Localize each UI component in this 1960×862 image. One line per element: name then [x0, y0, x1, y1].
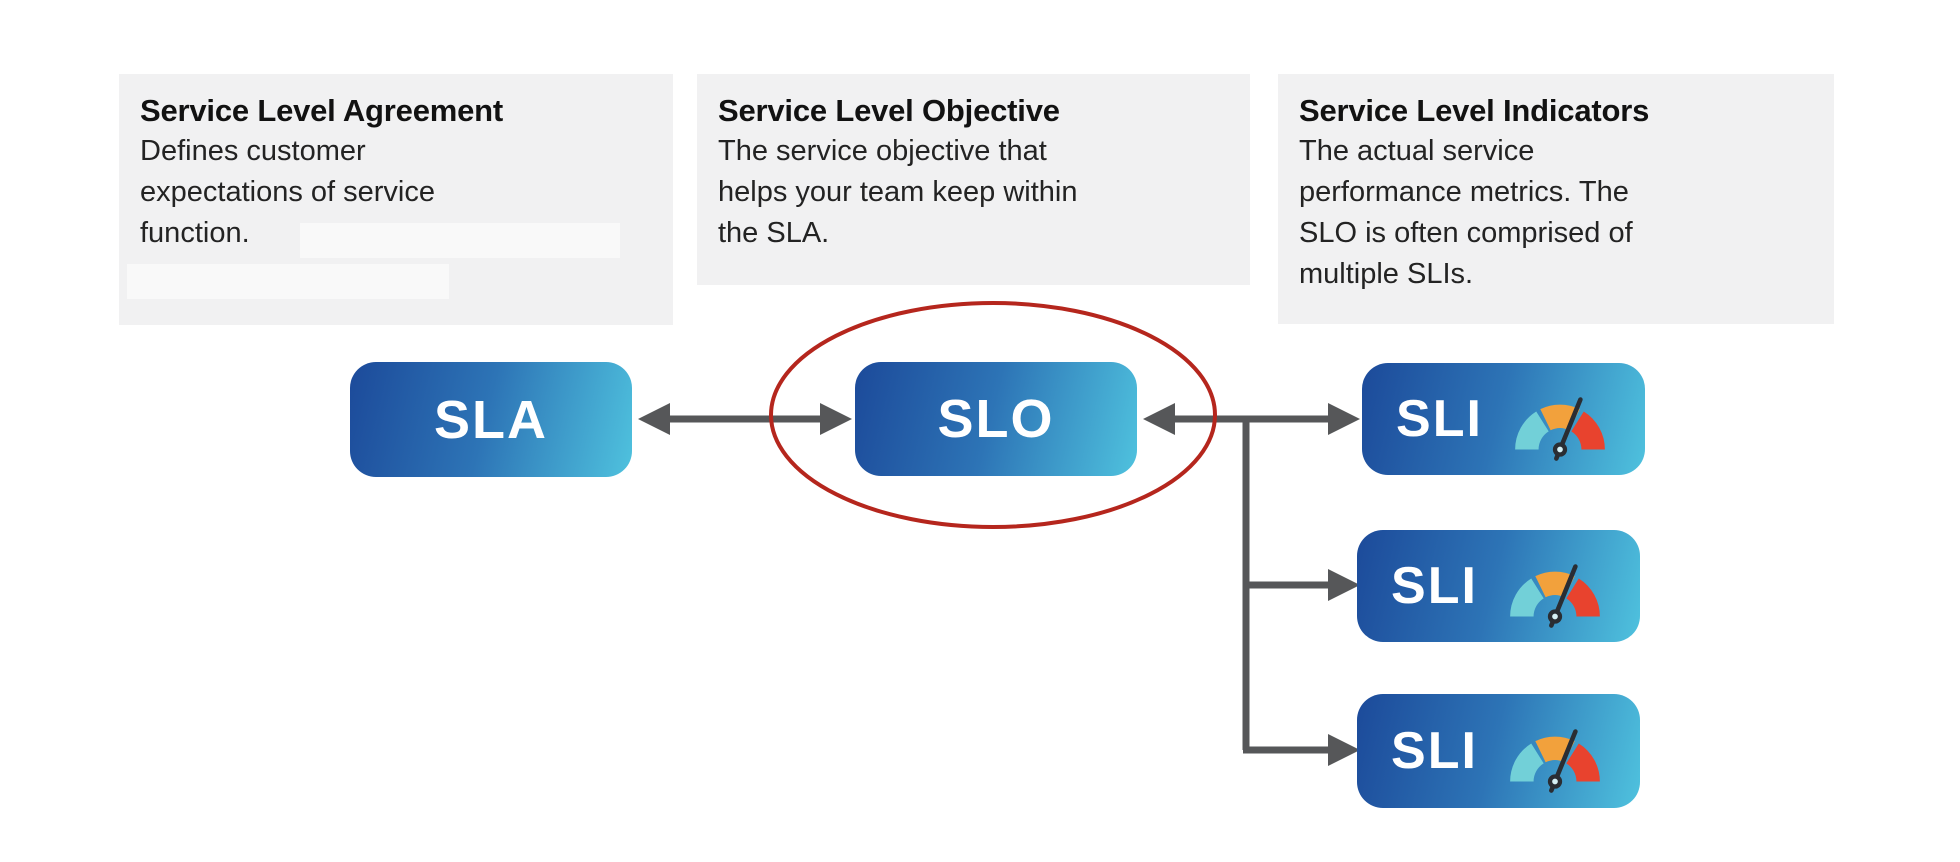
connector-trunk-sli2	[1246, 569, 1360, 601]
panel-title: Service Level Indicators	[1299, 93, 1650, 128]
panel-service-level-objective: Service Level Objective The service obje…	[697, 74, 1250, 285]
redacted-text-block	[127, 264, 449, 299]
gauge-icon	[1509, 382, 1611, 462]
connector-slo-sli1	[1143, 403, 1360, 435]
connector-trunk-sli3	[1243, 734, 1360, 766]
panel-service-level-indicators: Service Level Indicators The actual serv…	[1278, 74, 1834, 324]
panel-title: Service Level Objective	[718, 93, 1060, 128]
panel-body: The actual service performance metrics. …	[1299, 135, 1633, 290]
sli-node-1: SLI	[1362, 363, 1645, 475]
redacted-text-block	[300, 223, 620, 258]
sla-node: SLA	[350, 362, 632, 477]
sli-label: SLI	[1391, 722, 1478, 780]
panel-body: Defines customer expectations of service…	[140, 135, 435, 249]
sli-label: SLI	[1396, 390, 1483, 448]
gauge-icon	[1504, 549, 1606, 629]
gauge-icon	[1504, 714, 1606, 794]
slo-node: SLO	[855, 362, 1137, 476]
sli-label: SLI	[1391, 557, 1478, 615]
panel-service-level-agreement: Service Level Agreement Defines customer…	[119, 74, 673, 325]
sli-node-2: SLI	[1357, 530, 1640, 642]
panel-title: Service Level Agreement	[140, 93, 503, 128]
sla-label: SLA	[434, 389, 548, 450]
connector-sla-slo	[638, 403, 852, 435]
slo-label: SLO	[937, 389, 1055, 449]
panel-body: The service objective that helps your te…	[718, 135, 1078, 249]
sli-node-3: SLI	[1357, 694, 1640, 808]
